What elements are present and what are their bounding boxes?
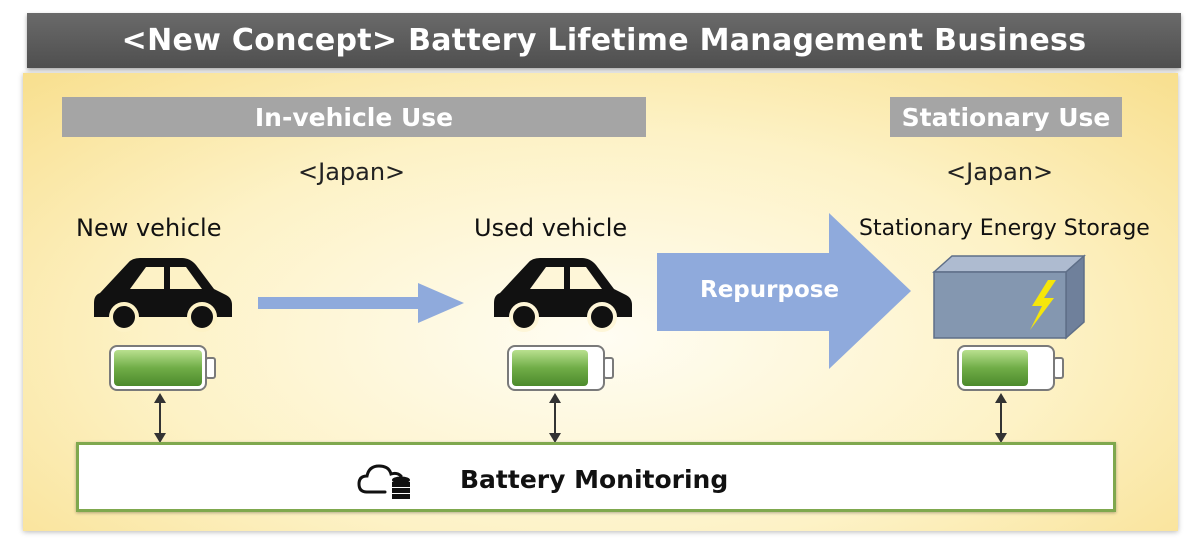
battery-icon (957, 345, 1064, 391)
transfer-arrow (258, 283, 464, 323)
battery-monitoring-box (76, 442, 1116, 512)
car-icon (94, 258, 232, 332)
repurpose-label: Repurpose (700, 277, 840, 303)
storage-box-icon (932, 254, 1086, 340)
region-label-left: <Japan> (298, 158, 406, 186)
stationary-use-header: Stationary Use (890, 97, 1122, 137)
stationary-storage-label: Stationary Energy Storage (859, 216, 1150, 241)
bidirectional-arrow (549, 393, 561, 443)
car-icon (494, 258, 632, 332)
battery-icon (109, 345, 216, 391)
page-title: <New Concept> Battery Lifetime Managemen… (27, 13, 1181, 68)
lightning-icon (1030, 280, 1056, 330)
battery-monitoring-label: Battery Monitoring (460, 465, 729, 494)
bidirectional-arrow (995, 393, 1007, 443)
new-vehicle-label: New vehicle (76, 214, 222, 242)
cloud-database-icon (357, 464, 410, 499)
bidirectional-arrow (154, 393, 166, 443)
battery-icon (507, 345, 614, 391)
used-vehicle-label: Used vehicle (474, 214, 628, 242)
repurpose-arrow (657, 213, 911, 369)
region-label-right: <Japan> (946, 158, 1054, 186)
in-vehicle-use-header: In-vehicle Use (62, 97, 646, 137)
